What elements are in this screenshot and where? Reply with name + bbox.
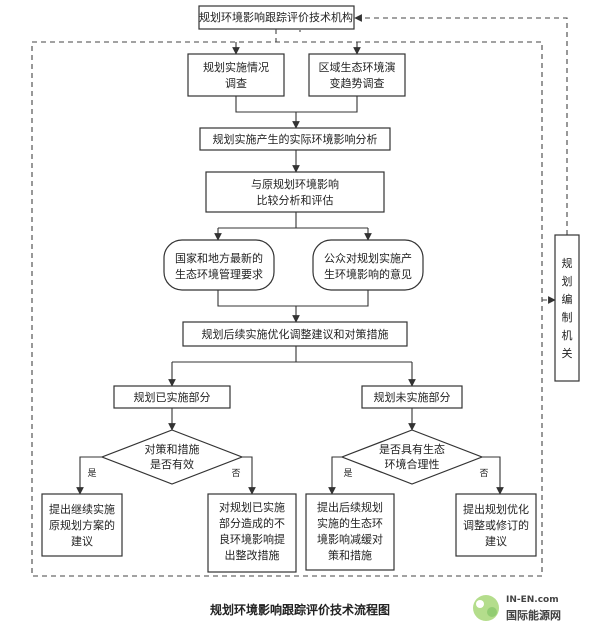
out2-line3: 良环境影响提	[219, 532, 285, 546]
left-no-label: 否	[231, 468, 240, 479]
left-no-branch	[242, 456, 256, 495]
eco-trend-survey-node: 区域生态环境演 变趋势调查	[308, 53, 406, 97]
out1-line2: 原规划方案的	[49, 518, 115, 532]
national-requirements-line1: 国家和地方最新的	[175, 251, 263, 265]
eco-trend-survey-line2: 变趋势调查	[330, 76, 385, 90]
actual-impact-analysis-node: 规划实施产生的实际环境影响分析	[199, 127, 391, 151]
decision-right-node: 是否具有生态 环境合理性	[340, 429, 484, 485]
watermark-brand: IN-EN.com	[506, 595, 559, 605]
national-requirements-line2: 生态环境管理要求	[175, 267, 263, 281]
out3-line1: 提出后续规划	[317, 500, 383, 514]
watermark-name: 国际能源网	[506, 608, 561, 622]
right-yes-label: 是	[343, 468, 352, 479]
left-yes-label: 是	[87, 468, 96, 479]
optimization-node: 规划后续实施优化调整建议和对策措施	[182, 321, 408, 347]
national-requirements-node: 国家和地方最新的 生态环境管理要求	[163, 239, 275, 291]
top-org-label: 规划环境影响跟踪评价技术机构	[199, 10, 353, 24]
compare-split-line	[218, 212, 368, 229]
out3-line2: 实施的生态环	[317, 516, 383, 530]
right-no-label: 否	[479, 468, 488, 479]
public-opinion-node: 公众对规划实施产 生环境影响的意见	[312, 239, 424, 291]
decision-left-line1: 对策和措施	[145, 442, 200, 456]
out2-line2: 部分造成的不	[219, 516, 285, 530]
plan-status-survey-line2: 调查	[225, 76, 247, 90]
out3-line3: 境影响减缓对	[317, 532, 383, 546]
planning-authority-node: 规 划 编 制 机 关	[554, 234, 580, 382]
decision-left-node: 对策和措施 是否有效	[100, 429, 244, 485]
optimization-label: 规划后续实施优化调整建议和对策措施	[202, 327, 389, 341]
authority-char-6: 关	[562, 346, 573, 360]
out4-line2: 调整或修订的	[463, 518, 529, 532]
feedback-line-from-authority	[354, 14, 568, 235]
out1-line1: 提出继续实施	[49, 502, 115, 516]
decision-right-line1: 是否具有生态	[379, 442, 445, 456]
out4-line1: 提出规划优化	[463, 502, 529, 516]
output-optimization-advice-node: 提出规划优化 调整或修订的 建议	[455, 493, 537, 557]
out2-line4: 出整改措施	[225, 548, 280, 562]
compare-eval-line2: 比较分析和评估	[257, 193, 334, 207]
right-no-branch	[482, 456, 504, 495]
authority-char-3: 编	[562, 292, 573, 306]
compare-eval-line1: 与原规划环境影响	[251, 177, 339, 191]
out1-line3: 建议	[71, 534, 93, 548]
top-org-node: 规划环境影响跟踪评价技术机构	[198, 5, 355, 30]
out3-line4: 策和措施	[328, 548, 372, 562]
actual-impact-analysis-label: 规划实施产生的实际环境影响分析	[213, 132, 378, 146]
plan-status-survey-line1: 规划实施情况	[203, 60, 269, 74]
plan-status-survey-node: 规划实施情况 调查	[187, 53, 285, 97]
right-yes-branch	[328, 456, 342, 495]
compare-eval-node: 与原规划环境影响 比较分析和评估	[205, 171, 385, 213]
authority-char-4: 制	[562, 311, 573, 324]
output-mitigation-node: 提出后续规划 实施的生态环 境影响减缓对 策和措施	[305, 493, 395, 571]
unimplemented-part-label: 规划未实施部分	[374, 390, 451, 404]
authority-char-2: 划	[562, 275, 573, 288]
diagram-caption: 规划环境影响跟踪评价技术流程图	[210, 602, 390, 617]
surveys-merge-line	[235, 96, 358, 113]
unimplemented-part-node: 规划未实施部分	[361, 385, 463, 409]
output-continue-plan-node: 提出继续实施 原规划方案的 建议	[41, 493, 123, 557]
decision-left-line2: 是否有效	[150, 457, 194, 471]
authority-char-5: 机	[562, 328, 573, 342]
eco-trend-survey-line1: 区域生态环境演	[319, 60, 396, 74]
public-opinion-line1: 公众对规划实施产	[324, 251, 412, 265]
implemented-part-node: 规划已实施部分	[113, 385, 231, 409]
public-opinion-line2: 生环境影响的意见	[324, 267, 412, 281]
watermark-logo: IN-EN.com 国际能源网	[473, 595, 561, 622]
left-yes-branch	[76, 456, 102, 495]
output-rectification-node: 对规划已实施 部分造成的不 良环境影响提 出整改措施	[207, 493, 297, 573]
implemented-part-label: 规划已实施部分	[134, 390, 211, 404]
decision-right-line2: 环境合理性	[385, 457, 440, 471]
evaluation-scope-boundary	[31, 41, 543, 577]
out2-line1: 对规划已实施	[219, 500, 285, 514]
optimization-split-line	[172, 346, 412, 363]
authority-char-1: 规	[562, 256, 573, 270]
nodes-merge-line	[217, 290, 369, 307]
out4-line3: 建议	[485, 534, 507, 548]
